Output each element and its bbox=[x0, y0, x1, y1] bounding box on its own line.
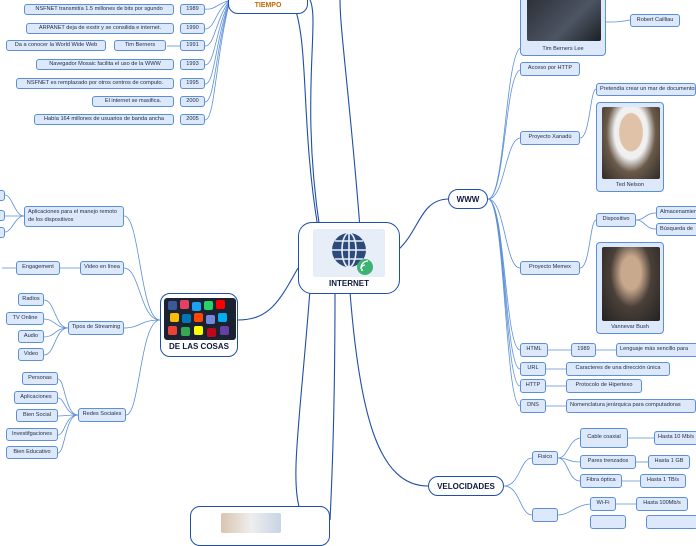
html-desc-node[interactable]: Lenguaje más sencillo para bbox=[616, 343, 696, 357]
tim-berners-lee-card[interactable]: Tim Berners Lee bbox=[520, 0, 606, 56]
video-online-node[interactable]: Video en línea bbox=[80, 261, 124, 275]
timeline-item-text[interactable]: ARPANET deja de exstir y se consilida e … bbox=[26, 23, 174, 34]
globe-wifi-image bbox=[313, 229, 385, 277]
xanadu-desc-node[interactable]: Pretendía crear un mar de documentos bbox=[596, 83, 696, 96]
timeline-node[interactable]: LINEA DE TIEMPO bbox=[228, 0, 308, 14]
engagement-node[interactable]: Engagement bbox=[16, 261, 60, 275]
http-desc-node[interactable]: Protocolo de Hipertexo bbox=[566, 379, 642, 393]
robert-cailliau-node[interactable]: Robert Cailliau bbox=[630, 14, 680, 27]
busqueda-node[interactable]: Búsqueda de bbox=[656, 223, 696, 236]
timeline-item-year[interactable]: 1991 bbox=[180, 40, 205, 51]
streaming-item[interactable]: Video bbox=[18, 348, 44, 361]
timeline-item-text[interactable]: Da a conocer la World Wide Web bbox=[6, 40, 106, 51]
velocidades-label: VELOCIDADES bbox=[437, 481, 495, 491]
center-node[interactable]: INTERNET bbox=[298, 222, 400, 294]
apps-remote-text: Aplicaciones para el manejo remoto de lo… bbox=[28, 209, 117, 223]
html-year-node[interactable]: 1989 bbox=[571, 343, 596, 357]
trenzados-node[interactable]: Pares trenzados bbox=[580, 455, 636, 469]
apps-leaf[interactable] bbox=[0, 210, 5, 221]
url-node[interactable]: URL bbox=[520, 362, 546, 376]
http-node[interactable]: HTTP bbox=[520, 379, 546, 393]
mindmap-connectors bbox=[2, 0, 657, 520]
timeline-item-text[interactable]: El internet se masifica. bbox=[92, 96, 174, 107]
coaxial-speed-node[interactable]: Hasta 10 Mb/s bbox=[654, 431, 696, 445]
timeline-item-text[interactable]: Navegador Mosaic facilita el uso de la W… bbox=[36, 59, 174, 70]
apps-leaf[interactable] bbox=[0, 227, 5, 238]
streaming-item[interactable]: Radios bbox=[18, 293, 44, 306]
dns-node[interactable]: DNS bbox=[520, 399, 546, 413]
social-node[interactable]: Redes Sociales bbox=[78, 408, 126, 422]
velocidad-node[interactable] bbox=[646, 515, 696, 529]
fibra-speed-node[interactable]: Hasta 1 TB/s bbox=[640, 474, 686, 488]
vannevar-bush-photo bbox=[602, 247, 660, 321]
bottom-node[interactable] bbox=[190, 506, 330, 546]
memex-node[interactable]: Proyecto Memex bbox=[520, 261, 580, 275]
coaxial-node[interactable]: Cable coaxial bbox=[580, 428, 628, 448]
trenzados-speed-node[interactable]: Hasta 1 GB bbox=[648, 455, 690, 469]
dispositivo-node[interactable]: Dispositivo bbox=[596, 213, 636, 227]
acceso-http-node[interactable]: Acceso por HTTP bbox=[520, 62, 580, 76]
url-desc-node[interactable]: Caracteres de una dirección única bbox=[566, 362, 670, 376]
timeline-item-text[interactable]: NSFNET transmitía 1.5 millones de bits p… bbox=[24, 4, 174, 15]
vannevar-bush-label: Vannevar Bush bbox=[611, 324, 649, 330]
iot-node[interactable]: DE LAS COSAS bbox=[160, 293, 238, 357]
timeline-item-year[interactable]: 2005 bbox=[180, 114, 205, 125]
social-item[interactable]: Investifgaciones bbox=[6, 428, 58, 441]
dns-desc-node[interactable]: Nomenclatura jerárquica para computadora… bbox=[566, 399, 696, 413]
timeline-item-text[interactable]: Había 164 millones de usuarios de banda … bbox=[34, 114, 174, 125]
ted-nelson-card[interactable]: Ted Nelson bbox=[596, 102, 664, 192]
ted-nelson-photo bbox=[602, 107, 660, 179]
apps-remote-node[interactable]: Aplicaciones para el manejo remoto de lo… bbox=[24, 206, 124, 227]
streaming-item[interactable]: TV Online bbox=[6, 312, 44, 325]
fibra-node[interactable]: Fibra óptica bbox=[580, 474, 622, 488]
tim-berners-lee-label: Tim Berners Lee bbox=[542, 46, 584, 52]
apps-leaf[interactable] bbox=[0, 190, 5, 201]
timeline-item-year[interactable]: 1990 bbox=[180, 23, 205, 34]
velocidad-node[interactable] bbox=[590, 515, 626, 529]
fisico-node[interactable]: Fisico bbox=[532, 451, 558, 465]
streaming-node[interactable]: Tipos de Streaming bbox=[68, 321, 124, 335]
center-label: INTERNET bbox=[329, 279, 369, 288]
timeline-item-who[interactable]: Tim Berners bbox=[114, 40, 166, 51]
social-item[interactable]: Personas bbox=[22, 372, 58, 385]
timeline-item-year[interactable]: 1989 bbox=[180, 4, 205, 15]
timeline-item-text[interactable]: NSFNET es remplazado por otros centros d… bbox=[16, 78, 174, 89]
wifi-node[interactable]: Wi-Fi bbox=[590, 497, 616, 511]
html-node[interactable]: HTML bbox=[520, 343, 548, 357]
social-item[interactable]: Bien Educativo bbox=[6, 446, 58, 459]
timeline-item-year[interactable]: 2000 bbox=[180, 96, 205, 107]
social-item[interactable]: Aplicaciones bbox=[14, 391, 58, 404]
www-node[interactable]: WWW bbox=[448, 189, 488, 209]
timeline-item-year[interactable]: 1993 bbox=[180, 59, 205, 70]
bottom-image bbox=[221, 513, 281, 533]
ted-nelson-label: Ted Nelson bbox=[616, 182, 644, 188]
social-item[interactable]: Bien Social bbox=[16, 409, 58, 422]
wifi-speed-node[interactable]: Hasta 100Mb/s bbox=[636, 497, 688, 511]
www-label: WWW bbox=[456, 194, 480, 204]
tim-berners-lee-photo bbox=[527, 0, 601, 41]
timeline-title: LINEA DE TIEMPO bbox=[252, 0, 284, 10]
xanadu-node[interactable]: Proyecto Xanadú bbox=[520, 131, 580, 145]
timeline-item-year[interactable]: 1995 bbox=[180, 78, 205, 89]
streaming-item[interactable]: Audio bbox=[18, 330, 44, 343]
velocidades-node[interactable]: VELOCIDADES bbox=[428, 476, 504, 496]
almacenamiento-node[interactable]: Almacenamiento bbox=[656, 206, 696, 219]
vannevar-bush-card[interactable]: Vannevar Bush bbox=[596, 242, 664, 334]
iot-label: DE LAS COSAS bbox=[168, 342, 229, 351]
apps-image bbox=[164, 298, 236, 340]
